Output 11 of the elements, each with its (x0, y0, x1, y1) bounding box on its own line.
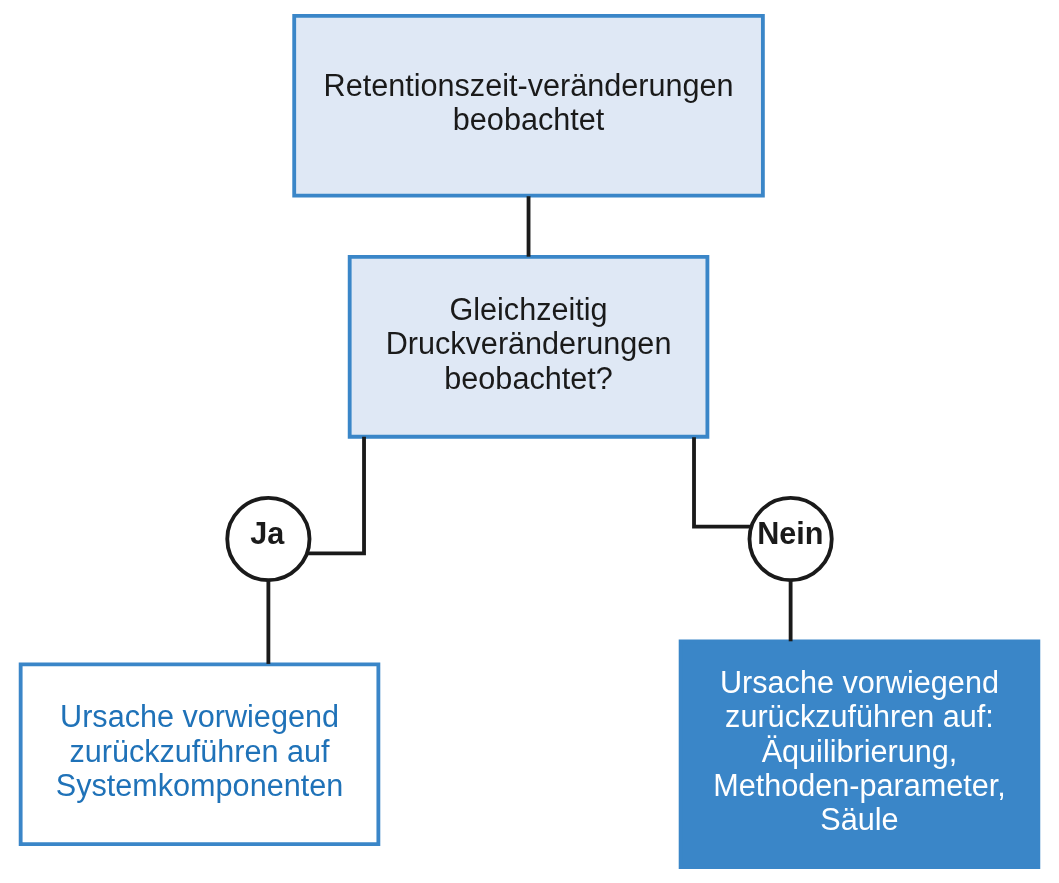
connector (692, 437, 752, 529)
node-circle: Ja (225, 496, 312, 583)
connector (788, 580, 793, 642)
node-circle: Nein (747, 496, 834, 583)
connector (307, 436, 366, 556)
connector (266, 580, 271, 664)
connector (526, 196, 531, 257)
node-box: Ursache vorwiegend zurückzuführen auf Systemkomponenten (18, 662, 381, 847)
node-box: Ursache vorwiegend zurückzuführen auf: Äquilibrierung, Methoden-parameter, Säule (678, 639, 1041, 870)
node-box: Retentionszeit-veränderungen beobachtet (292, 13, 765, 198)
node-box: Gleichzeitig Druckveränderungen beobachtet? (347, 255, 710, 439)
